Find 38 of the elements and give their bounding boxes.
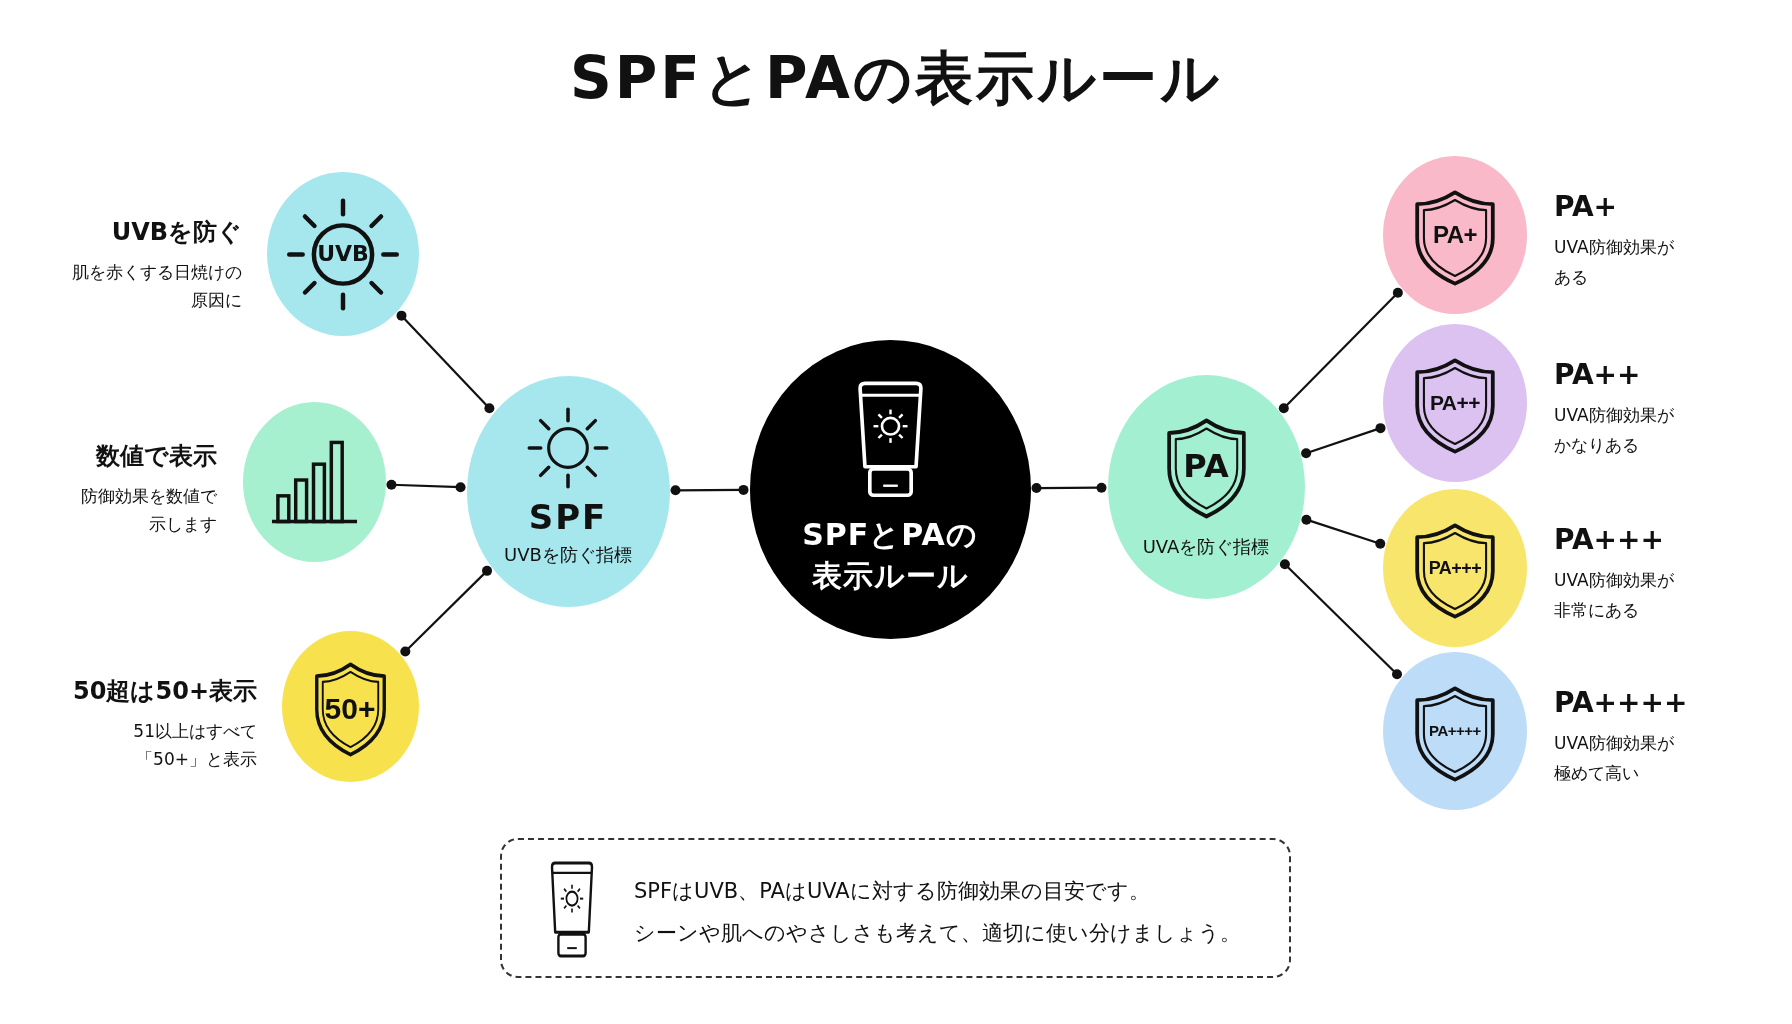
connector-line: [1301, 423, 1386, 459]
side-heading: 50超は50+表示: [73, 676, 257, 706]
node-label: PA++++: [1428, 721, 1482, 741]
node-label: PA: [1182, 446, 1230, 486]
side-description: 51以上はすべて「50+」と表示: [132, 720, 257, 771]
note-text: SPFはUVB、PAはUVAに対する防御効果の目安です。: [634, 878, 1151, 905]
side-description: UVA防御効果がある: [1554, 236, 1675, 289]
side-description: UVA防御効果がかなりある: [1554, 404, 1675, 457]
connector-line: [396, 310, 495, 414]
node-label: PA+: [1431, 220, 1479, 250]
connector-line: [400, 565, 493, 657]
node-label: 50+: [323, 690, 377, 727]
connector-line: [1279, 559, 1402, 680]
connector-line: [1278, 287, 1403, 414]
side-heading: PA++: [1554, 358, 1641, 392]
connector-line: [386, 479, 466, 493]
note-box: [500, 838, 1291, 978]
node-caption: UVBを防ぐ指標: [503, 542, 633, 567]
side-heading: PA+++: [1554, 523, 1664, 557]
connector-line: [670, 484, 749, 496]
side-heading: UVBを防ぐ: [111, 217, 242, 247]
side-description: UVA防御効果が非常にある: [1554, 569, 1675, 622]
side-heading: PA+: [1554, 190, 1618, 224]
title: SPFとPAの表示ルール: [569, 43, 1223, 114]
node-label: UVB: [316, 240, 370, 268]
node-label: SPFとPAの表示ルール: [801, 515, 979, 595]
side-heading: PA++++: [1554, 686, 1688, 720]
node-caption: UVAを防ぐ指標: [1141, 535, 1271, 559]
side-description: 防御効果を数値で示します: [80, 485, 217, 536]
note-text: シーンや肌へのやさしさも考えて、適切に使い分けましょう。: [634, 920, 1242, 947]
node-label: PA++: [1428, 390, 1482, 416]
connector-line: [1301, 514, 1386, 549]
node-label: PA+++: [1427, 557, 1483, 580]
connector-line: [1031, 482, 1107, 494]
node-label: SPF: [527, 495, 609, 538]
side-description: UVA防御効果が極めて高い: [1554, 732, 1675, 785]
side-heading: 数値で表示: [96, 441, 217, 471]
side-description: 肌を赤くする日焼けの原因に: [71, 261, 242, 312]
